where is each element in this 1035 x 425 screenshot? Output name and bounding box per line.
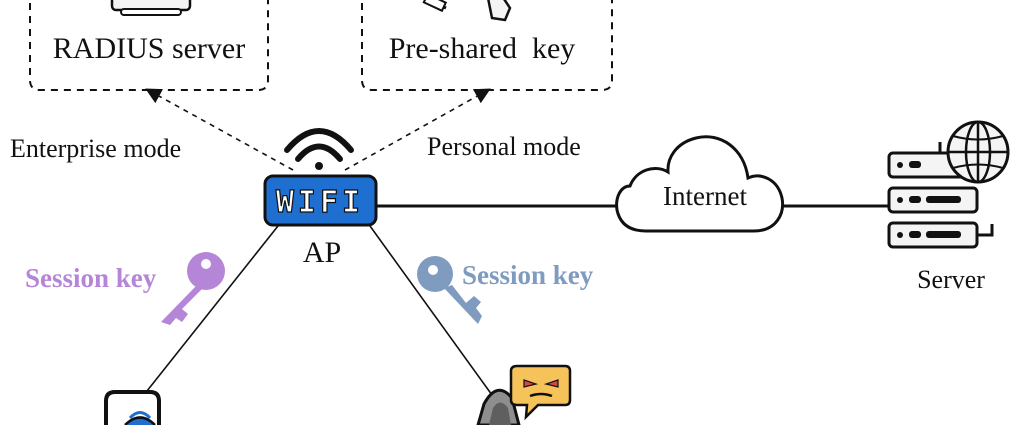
key-icon: [422, 0, 512, 22]
phone-icon: [104, 390, 161, 425]
enterprise-mode-label: Enterprise mode: [10, 134, 181, 163]
internet-label: Internet: [663, 181, 747, 211]
ap-label: AP: [303, 236, 341, 269]
angry-chat-icon: [509, 364, 572, 421]
blue-key-icon: [417, 256, 482, 324]
server-label: Server: [917, 265, 985, 294]
personal-mode-label: Personal mode: [427, 132, 581, 161]
pre-shared-key-box: Pre-shared key: [361, 0, 613, 91]
right-session-key-label: Session key: [462, 260, 594, 290]
purple-key-icon: [161, 252, 225, 325]
personal-arrow: [344, 88, 491, 171]
ap-to-phone-line: [142, 225, 279, 397]
left-session-key-label: Session key: [25, 263, 157, 293]
radius-server-box: RADIUS server: [29, 0, 269, 91]
ap-wifi-badge: WIFI: [263, 174, 378, 227]
enterprise-arrow: [145, 88, 294, 171]
ap-to-attacker-line: [369, 225, 493, 396]
cloud-icon: Internet: [615, 135, 785, 233]
wifi-badge-text: WIFI: [276, 185, 364, 220]
pre-shared-key-label: Pre-shared key: [389, 32, 576, 65]
wifi-signal-icon: [284, 128, 354, 170]
radius-server-label: RADIUS server: [53, 32, 245, 65]
hacker-icon: [476, 388, 521, 425]
monitor-icon: [110, 0, 192, 16]
server-globe-icon: [887, 120, 1010, 249]
